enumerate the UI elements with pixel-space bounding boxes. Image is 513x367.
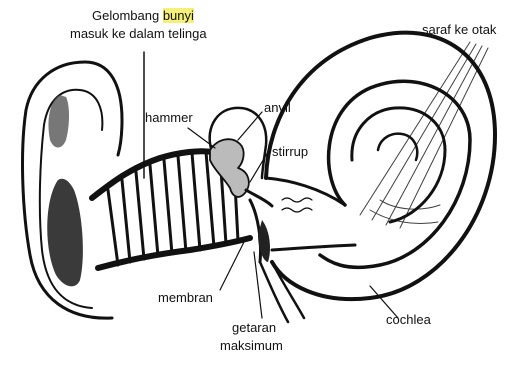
anvil-label: anvil	[264, 100, 291, 115]
nerve-label: saraf ke otak	[422, 22, 496, 37]
sound-label-prefix: Gelombang	[92, 8, 163, 23]
earlobe-shade	[47, 179, 83, 287]
vestibule-bottom	[272, 245, 355, 250]
membrane-label: membran	[158, 290, 213, 305]
ossicles	[210, 139, 249, 197]
eustachian-tube-a	[260, 262, 288, 322]
eardrum	[250, 200, 261, 262]
hammer-label: hammer	[145, 110, 193, 125]
sound-label-highlight: bunyi	[163, 8, 194, 23]
vibration-label-line2: maksimum	[220, 338, 283, 353]
vibration-label-line1: getaran	[232, 320, 276, 335]
cochlea-outer	[266, 33, 495, 299]
stirrup-bone	[246, 190, 272, 206]
cochlea-label: cochlea	[386, 312, 431, 327]
anvil-leader	[238, 112, 262, 140]
sound-label: Gelombang bunyi	[92, 8, 194, 23]
sound-label-line2: masuk ke dalam telinga	[70, 26, 207, 41]
stirrup-label: stirrup	[272, 144, 308, 159]
fluid-waves	[282, 198, 312, 212]
